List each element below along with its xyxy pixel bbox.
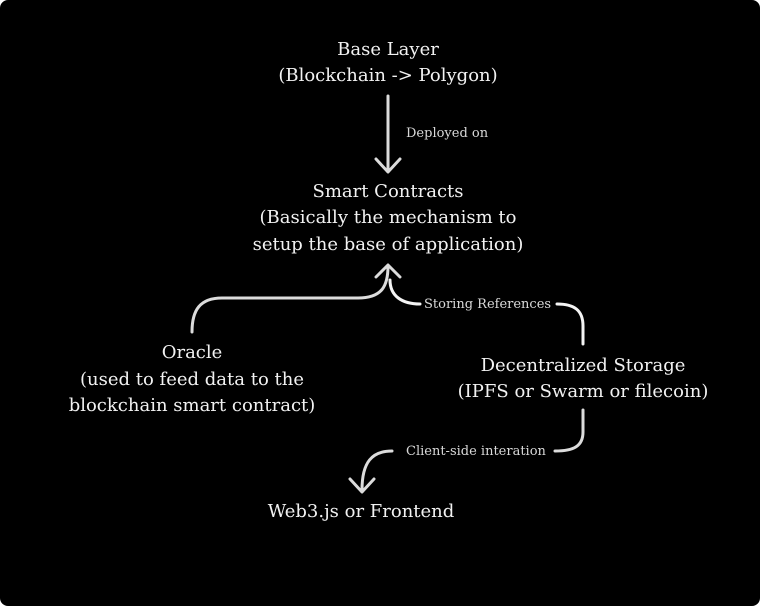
smart-contracts-desc-line1: (Basically the mechanism to (260, 207, 517, 228)
deployed-on-label: Deployed on (406, 126, 489, 141)
base-layer-node: Base Layer (Blockchain -> Polygon) (278, 39, 497, 86)
oracle-desc-line1: (used to feed data to the (80, 369, 304, 390)
storing-references-arrow-left (388, 278, 422, 306)
decentralized-storage-node: Decentralized Storage (IPFS or Swarm or … (458, 355, 709, 402)
base-layer-subtitle: (Blockchain -> Polygon) (278, 65, 497, 86)
client-side-arrowhead (348, 477, 376, 494)
deployed-on-arrowhead (374, 157, 402, 174)
oracle-title: Oracle (162, 342, 223, 363)
edge-oracle-to-contracts (190, 263, 402, 334)
smart-contracts-title: Smart Contracts (312, 181, 463, 202)
edge-storing-references: Storing References (388, 278, 585, 346)
client-side-arrow-right (553, 408, 585, 453)
client-side-arrow-left (360, 449, 394, 492)
storing-references-label: Storing References (424, 297, 551, 312)
oracle-arrow (190, 264, 390, 334)
storing-references-arrow-right (555, 302, 585, 346)
client-side-label: Client-side interation (406, 444, 547, 459)
edge-client-side: Client-side interation (348, 408, 585, 494)
oracle-node: Oracle (used to feed data to the blockch… (69, 342, 316, 416)
smart-contracts-desc-line2: setup the base of application) (253, 234, 524, 255)
frontend-title: Web3.js or Frontend (268, 501, 455, 522)
base-layer-title: Base Layer (337, 39, 439, 60)
oracle-desc-line2: blockchain smart contract) (69, 395, 316, 416)
smart-contracts-node: Smart Contracts (Basically the mechanism… (253, 181, 524, 255)
decentralized-storage-title: Decentralized Storage (481, 355, 686, 376)
edge-deployed-on: Deployed on (374, 94, 489, 174)
decentralized-storage-desc: (IPFS or Swarm or filecoin) (458, 381, 709, 402)
frontend-node: Web3.js or Frontend (268, 501, 455, 522)
oracle-arrowhead (374, 263, 402, 279)
